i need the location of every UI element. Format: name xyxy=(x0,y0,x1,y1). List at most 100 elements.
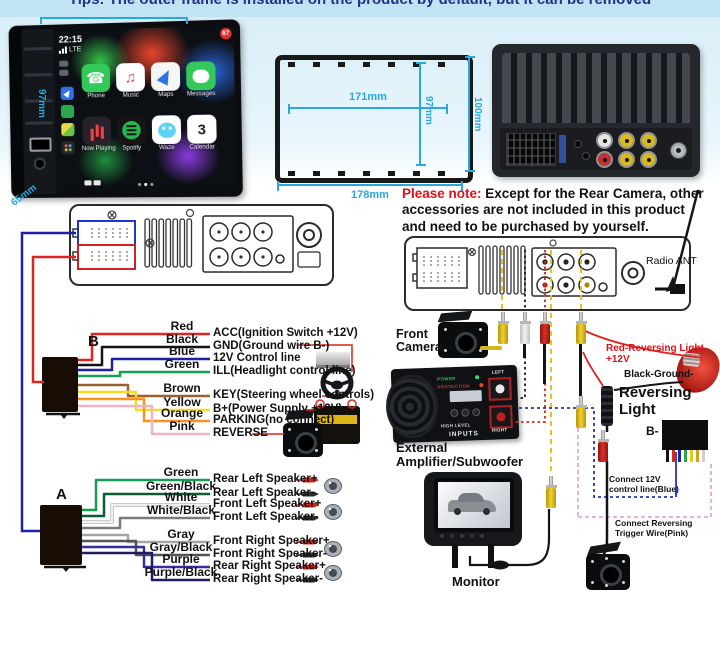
wire-color-label: Purple/Black xyxy=(144,565,218,579)
rca-plug-yellow xyxy=(497,312,509,344)
app-spotify[interactable]: Spotify xyxy=(116,115,147,152)
usb-port xyxy=(29,137,52,152)
map-tile-icon[interactable] xyxy=(61,122,75,137)
app-phone[interactable]: ☎ Phone xyxy=(80,63,111,100)
now-playing-app-icon[interactable] xyxy=(82,116,112,146)
wire-function-label: ILL(Headlight control line) xyxy=(213,365,356,377)
app-label: Spotify xyxy=(122,145,142,152)
note-prefix: Please note: xyxy=(402,186,482,201)
amp-inputs-label: INPUTS xyxy=(448,430,480,439)
messages-app-icon[interactable] xyxy=(186,61,216,91)
amp-knob[interactable] xyxy=(461,408,470,417)
app-calendar[interactable]: 3 Calendar xyxy=(186,114,218,151)
wire-color-label: Purple xyxy=(162,552,200,566)
radio-ant-label: Radio ANT xyxy=(646,255,697,267)
wire-function-label: Front Right Speaker- xyxy=(213,548,327,560)
wire-function-label: REVERSE xyxy=(213,427,268,439)
signal-bars-icon xyxy=(58,46,68,54)
aux-jack xyxy=(33,157,46,170)
wire-color-label: White/Black xyxy=(146,503,215,517)
rca-red-jack xyxy=(596,151,613,168)
camera-lens xyxy=(455,332,477,354)
title-banner: Tips: The outer frame is installed on th… xyxy=(0,0,720,17)
phone-app-icon[interactable]: ☎ xyxy=(81,63,111,93)
frame-inner-height-label: 97mm xyxy=(423,95,434,125)
please-note-text: Please note: Except for the Rear Camera,… xyxy=(402,186,706,235)
frame-outer-width-label: 178mm xyxy=(351,189,389,201)
carplay-screen: 22:15 LTE 67 ☎ Phone ♫ Music xyxy=(53,25,237,190)
rear-camera-image xyxy=(586,541,632,590)
wire-function-label: 12V Control line xyxy=(213,352,301,364)
app-now-playing[interactable]: Now Playing xyxy=(81,116,116,153)
amp-power-label: POWER xyxy=(437,375,456,382)
navigation-tile-icon[interactable] xyxy=(60,86,74,101)
wire-function-label: PARKING(no connect) xyxy=(213,414,335,426)
amp-knob[interactable] xyxy=(450,408,459,418)
page-indicator-dots xyxy=(137,182,153,187)
wire-function-label: ACC(Ignition Switch +12V) xyxy=(213,327,358,339)
wire-b-green xyxy=(78,370,210,378)
screw xyxy=(574,140,582,148)
rca-plug-yellow xyxy=(575,312,587,344)
front-camera-rca-cable xyxy=(480,346,502,350)
camera-lens xyxy=(295,432,317,454)
front-camera-image xyxy=(437,310,492,358)
amp-knob[interactable] xyxy=(472,408,481,417)
camera-body xyxy=(283,423,323,457)
app-music[interactable]: ♫ Music xyxy=(115,62,146,99)
speaker-icons xyxy=(324,478,342,581)
frame-outer-height-label: 100mm xyxy=(472,96,483,132)
rear-unit-drawing-left xyxy=(69,204,334,286)
phone-tile-icon[interactable] xyxy=(60,104,75,119)
wire-color-label: Red xyxy=(170,319,194,333)
spotify-app-icon[interactable] xyxy=(116,115,147,145)
network-label: LTE xyxy=(68,46,82,54)
status-mini-icons xyxy=(59,60,69,76)
maps-app-icon[interactable] xyxy=(150,61,181,92)
music-app-icon[interactable]: ♫ xyxy=(115,62,146,92)
rca-yellow-jack xyxy=(640,132,657,149)
wire-color-label: Gray xyxy=(167,527,195,541)
connector-b-box xyxy=(42,357,78,412)
camera-body xyxy=(586,554,630,590)
bottom-left-icons xyxy=(84,180,101,186)
frame-outer-width-line xyxy=(277,181,463,191)
app-label: Calendar xyxy=(189,144,215,151)
camera-body xyxy=(438,322,488,358)
app-label: Now Playing xyxy=(81,145,116,153)
stereo-height-dim-label: 97mm xyxy=(36,88,47,118)
blue-connector xyxy=(559,135,566,163)
rca-yellow-jack xyxy=(640,151,657,168)
wire-color-label: Green xyxy=(164,357,200,371)
car-graphic xyxy=(448,493,496,515)
connector-a-box xyxy=(40,505,82,565)
connect-trigger-label: Connect Reversing Trigger Wire(Pink) xyxy=(615,518,693,539)
external-amp-label: External Amplifier/Subwoofer xyxy=(396,440,524,470)
app-waze[interactable]: Waze xyxy=(151,115,183,151)
amp-high-level-label: HIGH LEVEL xyxy=(440,422,471,429)
page-title: Tips: The outer frame is installed on th… xyxy=(0,0,720,8)
rca-coupler-yellow xyxy=(575,396,587,428)
app-library-icon[interactable] xyxy=(61,141,75,155)
protection-led xyxy=(479,383,484,388)
screen-sidebar xyxy=(60,86,75,155)
connector-a-letter: A xyxy=(56,486,67,503)
harness-wire-green xyxy=(684,450,687,462)
rca-plug-red-reversing xyxy=(597,430,609,462)
wire-function-label: GND(Ground wire B-) xyxy=(213,340,330,352)
camera-bracket xyxy=(437,310,473,323)
wire-color-label: Pink xyxy=(169,419,195,433)
screw xyxy=(582,152,590,160)
mounting-frame-drawing xyxy=(275,55,473,183)
rear-connector-panel xyxy=(500,128,692,170)
bezel-ridge xyxy=(24,73,53,77)
app-messages[interactable]: Messages xyxy=(185,61,217,98)
waze-app-icon[interactable] xyxy=(151,115,182,145)
subwoofer-cone xyxy=(384,373,440,440)
wire-function-label: Rear Right Speaker- xyxy=(213,573,323,585)
screen-clock: 22:15 xyxy=(58,33,83,45)
calendar-app-icon[interactable]: 3 xyxy=(186,114,217,144)
rca-plug-red xyxy=(539,312,551,344)
app-maps[interactable]: Maps xyxy=(150,61,182,98)
monitor-screen xyxy=(434,478,514,532)
